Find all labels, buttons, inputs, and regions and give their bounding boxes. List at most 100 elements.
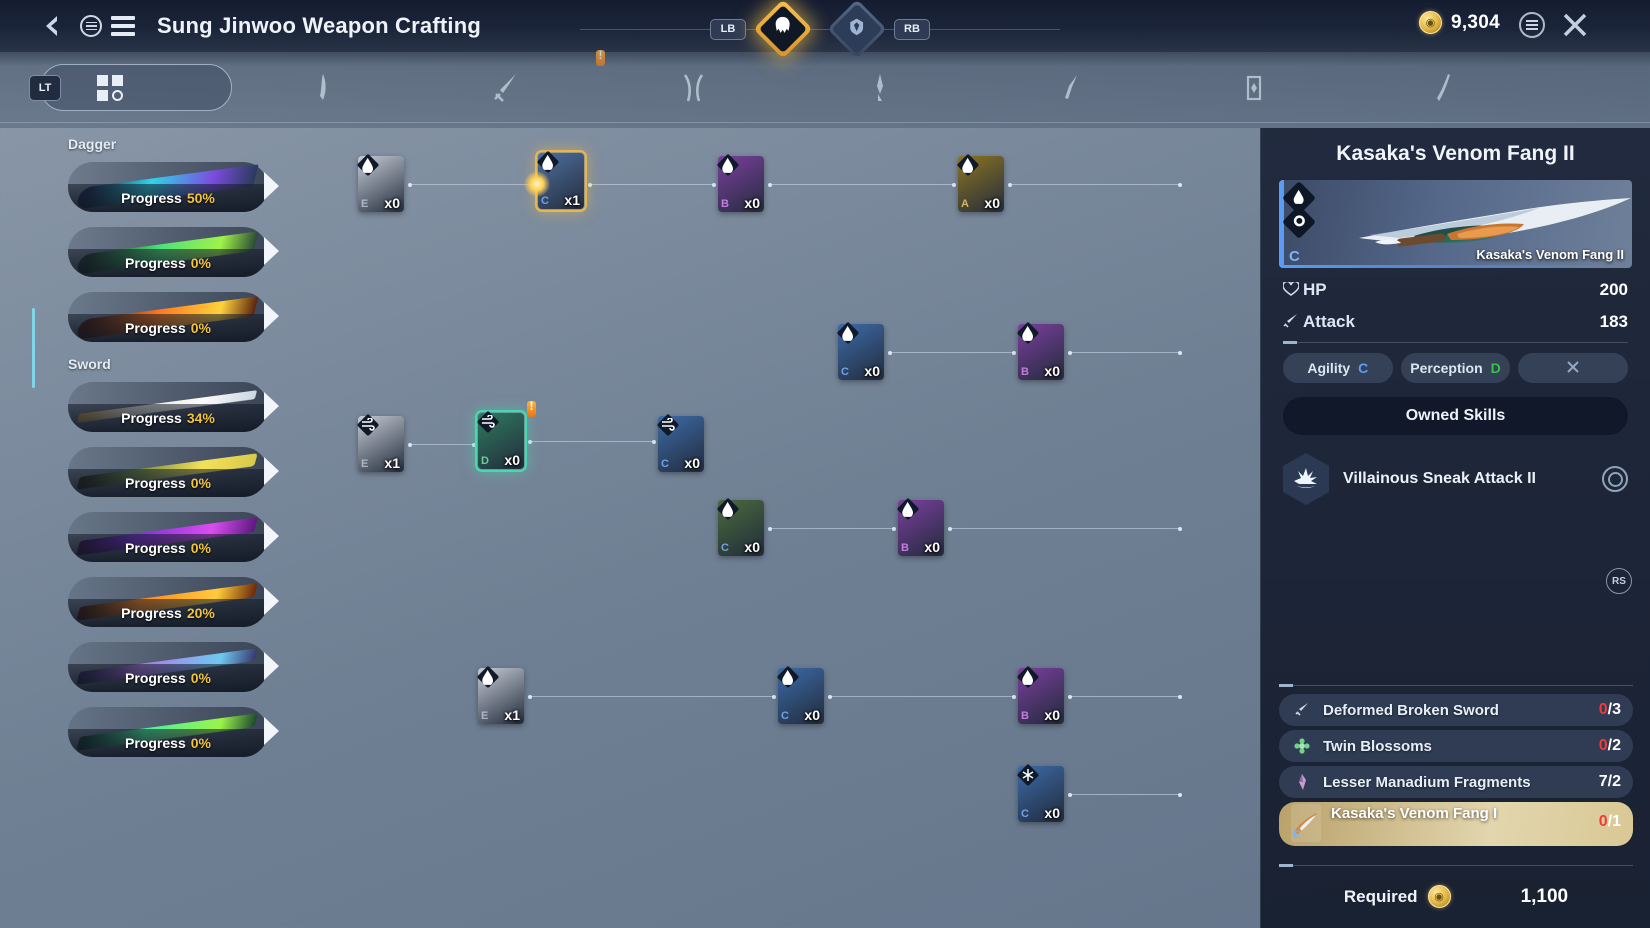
tag-locked-slot[interactable] (1518, 353, 1629, 383)
fire-icon (476, 665, 500, 689)
chevron-right-icon (264, 392, 279, 420)
chevron-right-icon (264, 587, 279, 615)
weapon-list-sidebar[interactable]: Dagger Progress 50% Progress 0% (32, 128, 290, 928)
material-row-deformed-broken-sword[interactable]: Deformed Broken Sword 0/3 (1279, 694, 1633, 726)
material-row-twin-blossoms[interactable]: Twin Blossoms 0/2 (1279, 730, 1633, 762)
venom-fang-icon: E (1291, 804, 1321, 842)
material-row-lesser-manadium-fragments[interactable]: Lesser Manadium Fragments 7/2 (1279, 766, 1633, 798)
chevron-right-icon (264, 302, 279, 330)
tree-edge (528, 694, 776, 699)
tab-sword[interactable] (474, 48, 605, 110)
progress-label: Progress (125, 540, 186, 556)
character-portrait-jinwoo[interactable] (753, 0, 813, 59)
node-rarity: E (361, 198, 369, 210)
character-portrait-alt[interactable] (827, 0, 887, 59)
node-count: x0 (384, 195, 400, 211)
node-count: x0 (864, 363, 880, 379)
guild-emblem-icon (846, 16, 868, 43)
progress-value: 0% (190, 670, 211, 686)
tab-gauntlet[interactable] (1222, 66, 1286, 110)
magnifier-icon[interactable] (1602, 466, 1628, 492)
list-icon[interactable] (111, 16, 135, 36)
node-rarity: B (1021, 366, 1029, 378)
progress-label: Progress (121, 410, 182, 426)
weapon-row-dagger-3[interactable]: Progress 0% (68, 286, 298, 348)
fire-icon (776, 665, 800, 689)
poison-icon (356, 153, 380, 177)
node-count: x0 (504, 452, 520, 468)
chevron-right-icon (264, 652, 279, 680)
left-bumper-hint: LB (710, 18, 746, 40)
options-icon[interactable] (1519, 12, 1545, 38)
weapon-row-dagger-1[interactable]: Progress 50% (68, 156, 298, 218)
tab-all-weapons[interactable]: LT (29, 64, 232, 111)
gun-icon (877, 74, 883, 101)
node-rarity: A (961, 198, 969, 210)
tree-edge (768, 182, 956, 187)
material-qty: 0/2 (1598, 737, 1621, 754)
spear-icon (1065, 75, 1077, 99)
poison-icon (956, 153, 980, 177)
weapon-row-dagger-2[interactable]: Progress 0% (68, 221, 298, 283)
tree-edge (1008, 182, 1182, 187)
gauntlet-icon (1246, 75, 1262, 101)
weapon-row-sword-4[interactable]: Progress 20% (68, 571, 298, 633)
tab-spear[interactable] (1038, 66, 1102, 110)
node-rarity: C (661, 458, 669, 470)
tab-greatsword[interactable] (1412, 66, 1476, 110)
fire-icon (1016, 321, 1040, 345)
tab-dual-blades[interactable] (662, 66, 726, 110)
top-bar: Sung Jinwoo Weapon Crafting LB RB ◉ 9,30… (0, 0, 1650, 66)
sidebar-group-sword: Sword Progress 34% Progress 0% (40, 356, 290, 763)
tag-perception[interactable]: Perception D (1400, 353, 1511, 383)
water-icon (716, 497, 740, 521)
close-icon[interactable] (1560, 10, 1590, 40)
material-name: Deformed Broken Sword (1323, 701, 1499, 719)
card-glow (1279, 265, 1632, 268)
node-rarity: C (721, 542, 729, 554)
weapon-row-sword-5[interactable]: Progress 0% (68, 636, 298, 698)
node-rarity: E (481, 710, 489, 722)
tag-grade: C (1358, 360, 1369, 376)
card-rarity: C (1289, 248, 1300, 265)
weapon-row-sword-2[interactable]: Progress 0% (68, 441, 298, 503)
weapon-progress: Progress 0% (68, 249, 268, 277)
tree-edge (528, 439, 656, 444)
weapon-progress: Progress 0% (68, 469, 268, 497)
tab-dagger[interactable] (288, 66, 352, 110)
weapon-row-sword-1[interactable]: Progress 34% (68, 376, 298, 438)
skill-row-villainous-sneak-attack[interactable]: Villainous Sneak Attack II (1283, 453, 1628, 505)
weapon-row-sword-6[interactable]: Progress 0% (68, 701, 298, 763)
dual-blades-icon (683, 74, 704, 102)
tab-gun[interactable] (848, 66, 912, 110)
skill-name: Villainous Sneak Attack II (1343, 470, 1536, 487)
material-row-kasakas-venom-fang-i[interactable]: E Kasaka's Venom Fang I 0/1 (1279, 802, 1633, 846)
tree-edge (948, 526, 1182, 531)
sidebar-scrollbar[interactable] (32, 308, 35, 388)
menu-circle-icon[interactable] (80, 15, 102, 37)
progress-label: Progress (121, 190, 182, 206)
weapon-row-sword-3[interactable]: Progress 0% (68, 506, 298, 568)
sidebar-group-label: Dagger (68, 136, 117, 152)
node-count: x1 (564, 192, 580, 208)
back-chevron-icon[interactable] (40, 13, 66, 39)
node-count: x0 (684, 455, 700, 471)
card-name: Kasaka's Venom Fang II (1476, 247, 1624, 262)
tag-agility[interactable]: Agility C (1283, 353, 1393, 383)
sidebar-group-label: Sword (68, 356, 111, 372)
